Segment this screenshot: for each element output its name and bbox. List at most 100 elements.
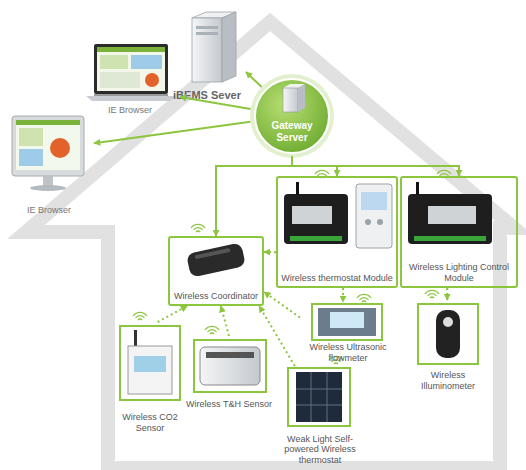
connector: [259, 306, 295, 366]
screen-block: [131, 55, 162, 69]
sensor-node: Wireless Illuminometer: [410, 300, 486, 392]
module-antenna: [296, 182, 299, 195]
thermostat-screen: [361, 192, 387, 210]
gateway-ring: [250, 74, 334, 158]
node-label: Wireless CO2 Sensor: [112, 412, 188, 434]
co2-display: [134, 356, 166, 372]
monitor-screen: [16, 120, 80, 170]
screen-pie: [145, 73, 159, 87]
node-label: Wireless thermostat Module: [281, 273, 393, 284]
image-frame: [312, 304, 382, 340]
connector: [158, 306, 188, 322]
image-frame: [418, 304, 478, 364]
device-box: Wireless thermostat Module: [276, 176, 398, 288]
image-frame: [288, 368, 350, 426]
screen-block: [19, 149, 43, 166]
coordinator-device: [186, 242, 246, 277]
screen-header: [16, 120, 80, 125]
illuminometer-sensor: [443, 317, 453, 327]
co2-antenna: [134, 330, 137, 348]
wifi-symbol: [425, 290, 439, 298]
image-frame: [194, 340, 266, 392]
module-body: [284, 194, 348, 244]
sensor-node: Weak Light Self-powered Wireless thermos…: [278, 366, 362, 466]
connector: [246, 72, 262, 87]
node-label: Wireless Coordinator: [174, 291, 258, 302]
module-body: [408, 194, 492, 244]
server-front: [192, 18, 222, 82]
gateway-disc: [255, 79, 329, 153]
gateway-server-side: [298, 84, 305, 112]
thermostat-button: [377, 219, 383, 225]
gateway-circle: Gateway Server: [252, 76, 332, 156]
module-terminal: [414, 236, 486, 241]
node-label: Weak Light Self-powered Wireless thermos…: [278, 434, 362, 466]
device-box: Wireless Coordinator: [168, 236, 264, 306]
screen-block: [19, 128, 43, 146]
screen-pie: [50, 138, 70, 158]
gateway-server-front: [283, 88, 298, 112]
connector: [216, 156, 292, 236]
connector: [292, 156, 459, 176]
house-outline: [26, 22, 514, 468]
server-side: [222, 12, 236, 82]
screen-block: [100, 55, 128, 69]
th-device: [200, 347, 260, 385]
device-box: Wireless Lighting Control Module: [400, 176, 518, 288]
node-label: iBEMS Sever: [173, 89, 241, 102]
sensor-node: Wireless CO2 Sensor: [112, 322, 188, 434]
module-antenna: [416, 182, 419, 195]
solar-panel: [296, 372, 342, 422]
connector: [221, 306, 229, 336]
server-slot: [196, 32, 218, 35]
node-label: Wireless Lighting Control Module: [402, 262, 516, 284]
laptop-frame: [94, 44, 168, 94]
thermostat-button: [365, 219, 371, 225]
module-terminal: [290, 236, 342, 241]
illuminometer-device: [436, 310, 460, 358]
node-label: Wireless Illuminometer: [410, 370, 486, 392]
laptop-base: [86, 96, 176, 101]
coordinator-highlight: [195, 248, 231, 259]
flowmeter-device: [318, 308, 376, 336]
connector: [292, 156, 337, 176]
wifi-symbol: [205, 326, 219, 334]
server-node: iBEMS Sever: [168, 2, 246, 102]
co2-device: [128, 346, 172, 394]
wifi-symbol: [191, 224, 205, 232]
browser-node: IE Browser: [4, 112, 94, 216]
th-bar: [206, 352, 254, 358]
connector: [342, 288, 344, 302]
node-label: Wireless Ultrasonic flowmeter: [300, 342, 396, 364]
screen-header: [97, 47, 165, 52]
connector: [94, 122, 250, 143]
sensor-node: Wireless T&H Sensor: [182, 336, 276, 410]
wifi-symbol: [133, 312, 147, 320]
monitor-stand: [43, 176, 53, 186]
screen-block: [100, 72, 140, 88]
node-label: IE Browser: [108, 105, 152, 116]
module-label: [292, 206, 332, 224]
connector: [180, 97, 251, 109]
monitor-base: [30, 185, 66, 191]
laptop-screen: [97, 47, 165, 91]
node-label: Wireless T&H Sensor: [186, 399, 272, 410]
node-label: IE Browser: [27, 205, 71, 216]
thermostat-panel: [356, 184, 392, 248]
solar-grid: [296, 372, 342, 422]
sensor-node: Wireless Ultrasonic flowmeter: [300, 302, 396, 364]
flowmeter-screen: [330, 312, 364, 328]
node-label: Gateway Server: [264, 120, 320, 144]
image-frame: [120, 326, 180, 400]
connector: [264, 251, 276, 253]
wifi-symbol: [357, 294, 371, 302]
connector: [264, 292, 300, 318]
connector: [446, 288, 448, 300]
laptop-hinge: [94, 94, 168, 96]
server-slot: [196, 26, 218, 29]
module-label: [428, 206, 476, 224]
browser-node: IE Browser: [80, 40, 180, 116]
